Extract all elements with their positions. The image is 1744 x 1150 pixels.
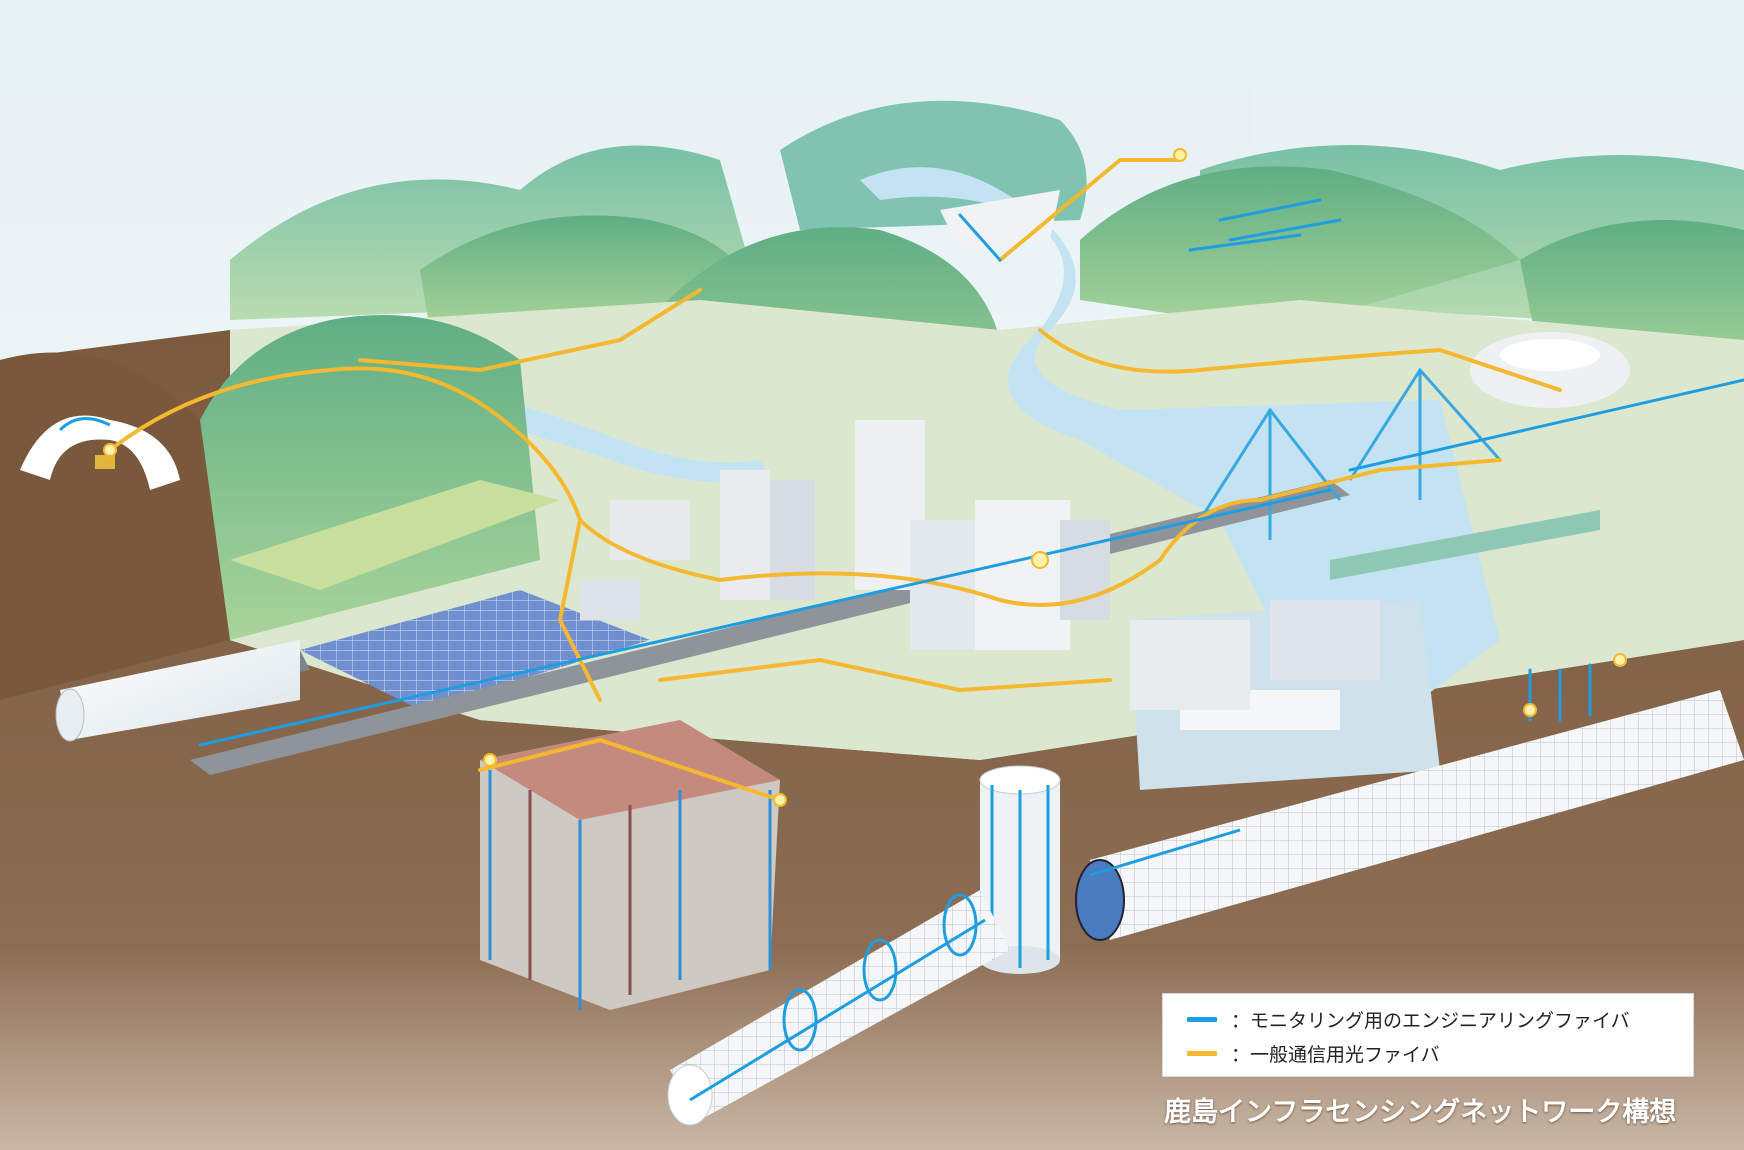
construction-site [480,720,780,1010]
wind-turbines [1113,85,1252,150]
stadium [1470,332,1630,408]
solar-farm [300,590,650,710]
legend-item-monitoring-fiber: ：モニタリング用のエンジニアリングファイバ [1187,1004,1630,1034]
legend-label-monitoring: ：モニタリング用のエンジニアリングファイバ [1231,1009,1630,1032]
industrial-port [1130,600,1440,790]
hill-mid-right [1080,166,1520,330]
mountain-tunnel-portal [20,415,180,490]
road-tunnel-pipe [55,640,300,742]
sensor-points [103,148,1627,807]
legend-label-communication: ：一般通信用光ファイバ [1231,1043,1440,1066]
shield-tunnel-right [1075,690,1744,941]
legend-box: ：モニタリング用のエンジニアリングファイバ ：一般通信用光ファイバ [1162,993,1694,1077]
legend-item-communication-fiber: ：一般通信用光ファイバ [1187,1038,1440,1068]
legend-swatch-monitoring [1187,1016,1217,1022]
residential-area [230,480,560,590]
underground-soil [0,330,1744,1150]
diagram-caption: 鹿島インフラセンシングネットワーク構想 [1164,1097,1677,1128]
shield-tunnel-left [667,890,1010,1126]
city-buildings [580,420,1110,650]
communication-fiber-network [108,158,1562,802]
legend-swatch-communication [1187,1050,1217,1056]
monitoring-fiber-network [198,198,1744,747]
cable-stayed-bridge [1198,367,1502,540]
railway-truss-bridge [1330,510,1600,580]
